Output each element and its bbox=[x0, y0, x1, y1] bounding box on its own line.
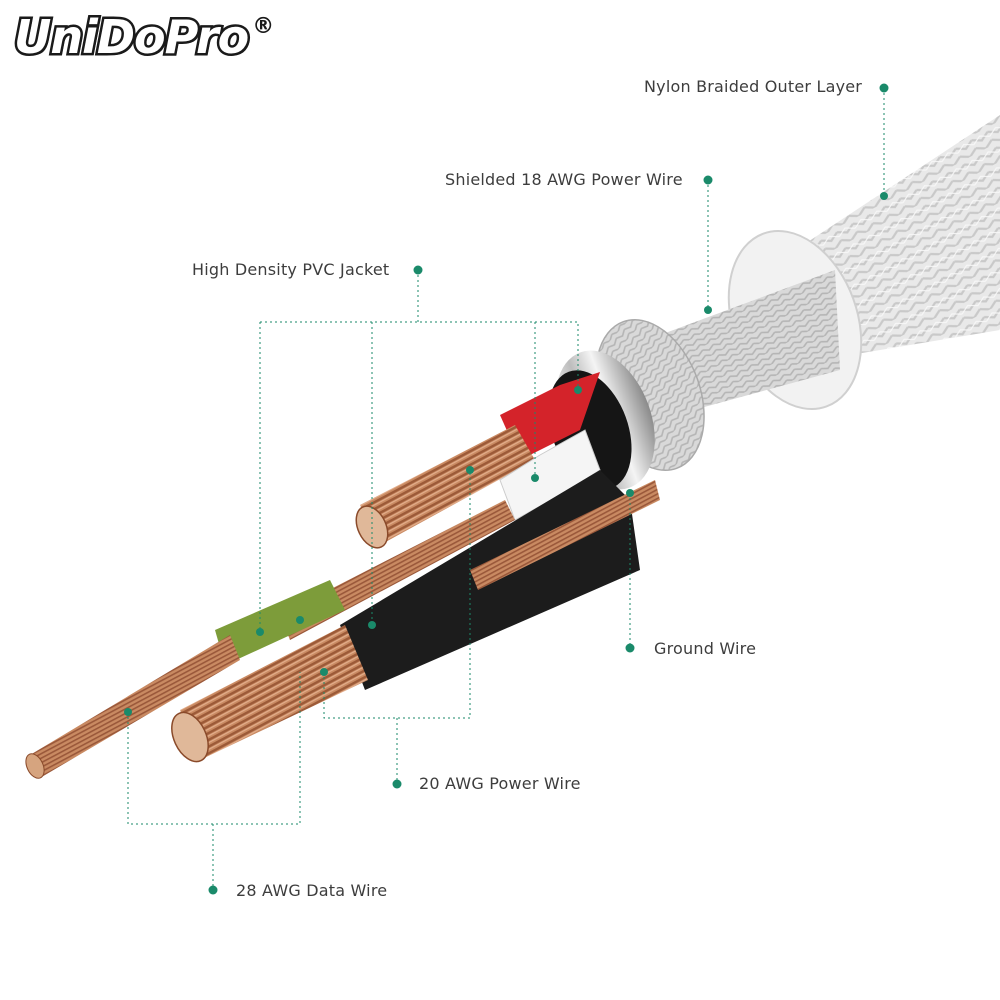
label-ground-wire: Ground Wire bbox=[654, 639, 757, 658]
brand-logo-text: UniDoPro bbox=[11, 8, 251, 67]
ground-wire bbox=[470, 480, 660, 590]
callout-dot-28awg-a bbox=[124, 708, 132, 716]
green-jacket bbox=[215, 580, 345, 665]
callout-lines bbox=[127, 88, 885, 890]
red-jacket-copper bbox=[360, 425, 535, 545]
callout-dot-ground-target bbox=[626, 489, 634, 497]
callout-dot-20awg-b bbox=[466, 466, 474, 474]
callout-dot-20awg-a bbox=[320, 668, 328, 676]
callout-dot-28awg-label bbox=[208, 885, 218, 895]
green-jacket-copper bbox=[30, 635, 240, 778]
callout-dot-ground-label bbox=[625, 643, 635, 653]
callout-dot-pvc-black bbox=[368, 621, 376, 629]
brand-logo: UniDoPro ® bbox=[11, 8, 274, 70]
registered-mark: ® bbox=[252, 14, 274, 39]
callout-dot-shield-target bbox=[704, 306, 712, 314]
callout-dot-20awg-label bbox=[392, 779, 402, 789]
black-jacket-copper-end bbox=[171, 711, 209, 763]
callout-dot-outer-label bbox=[879, 83, 889, 93]
label-shielded-18awg-power-wire: Shielded 18 AWG Power Wire bbox=[445, 170, 683, 189]
callout-dot-shield-label bbox=[703, 175, 713, 185]
callout-dots bbox=[124, 83, 889, 895]
label-20awg-power-wire: 20 AWG Power Wire bbox=[419, 774, 581, 793]
callout-dot-outer-target bbox=[880, 192, 888, 200]
callout-dot-pvc-red bbox=[574, 386, 582, 394]
red-jacket bbox=[500, 372, 600, 460]
callout-dot-pvc-green bbox=[256, 628, 264, 636]
label-nylon-braided-outer-layer: Nylon Braided Outer Layer bbox=[644, 77, 863, 96]
callout-dot-pvc-label bbox=[413, 265, 423, 275]
callout-dot-28awg-b bbox=[296, 616, 304, 624]
green-jacket-copper-end bbox=[25, 753, 45, 779]
black-jacket-copper bbox=[180, 625, 368, 760]
label-high-density-pvc-jacket: High Density PVC Jacket bbox=[192, 260, 390, 279]
callout-dot-pvc-white bbox=[531, 474, 539, 482]
label-28awg-data-wire: 28 AWG Data Wire bbox=[236, 881, 388, 900]
